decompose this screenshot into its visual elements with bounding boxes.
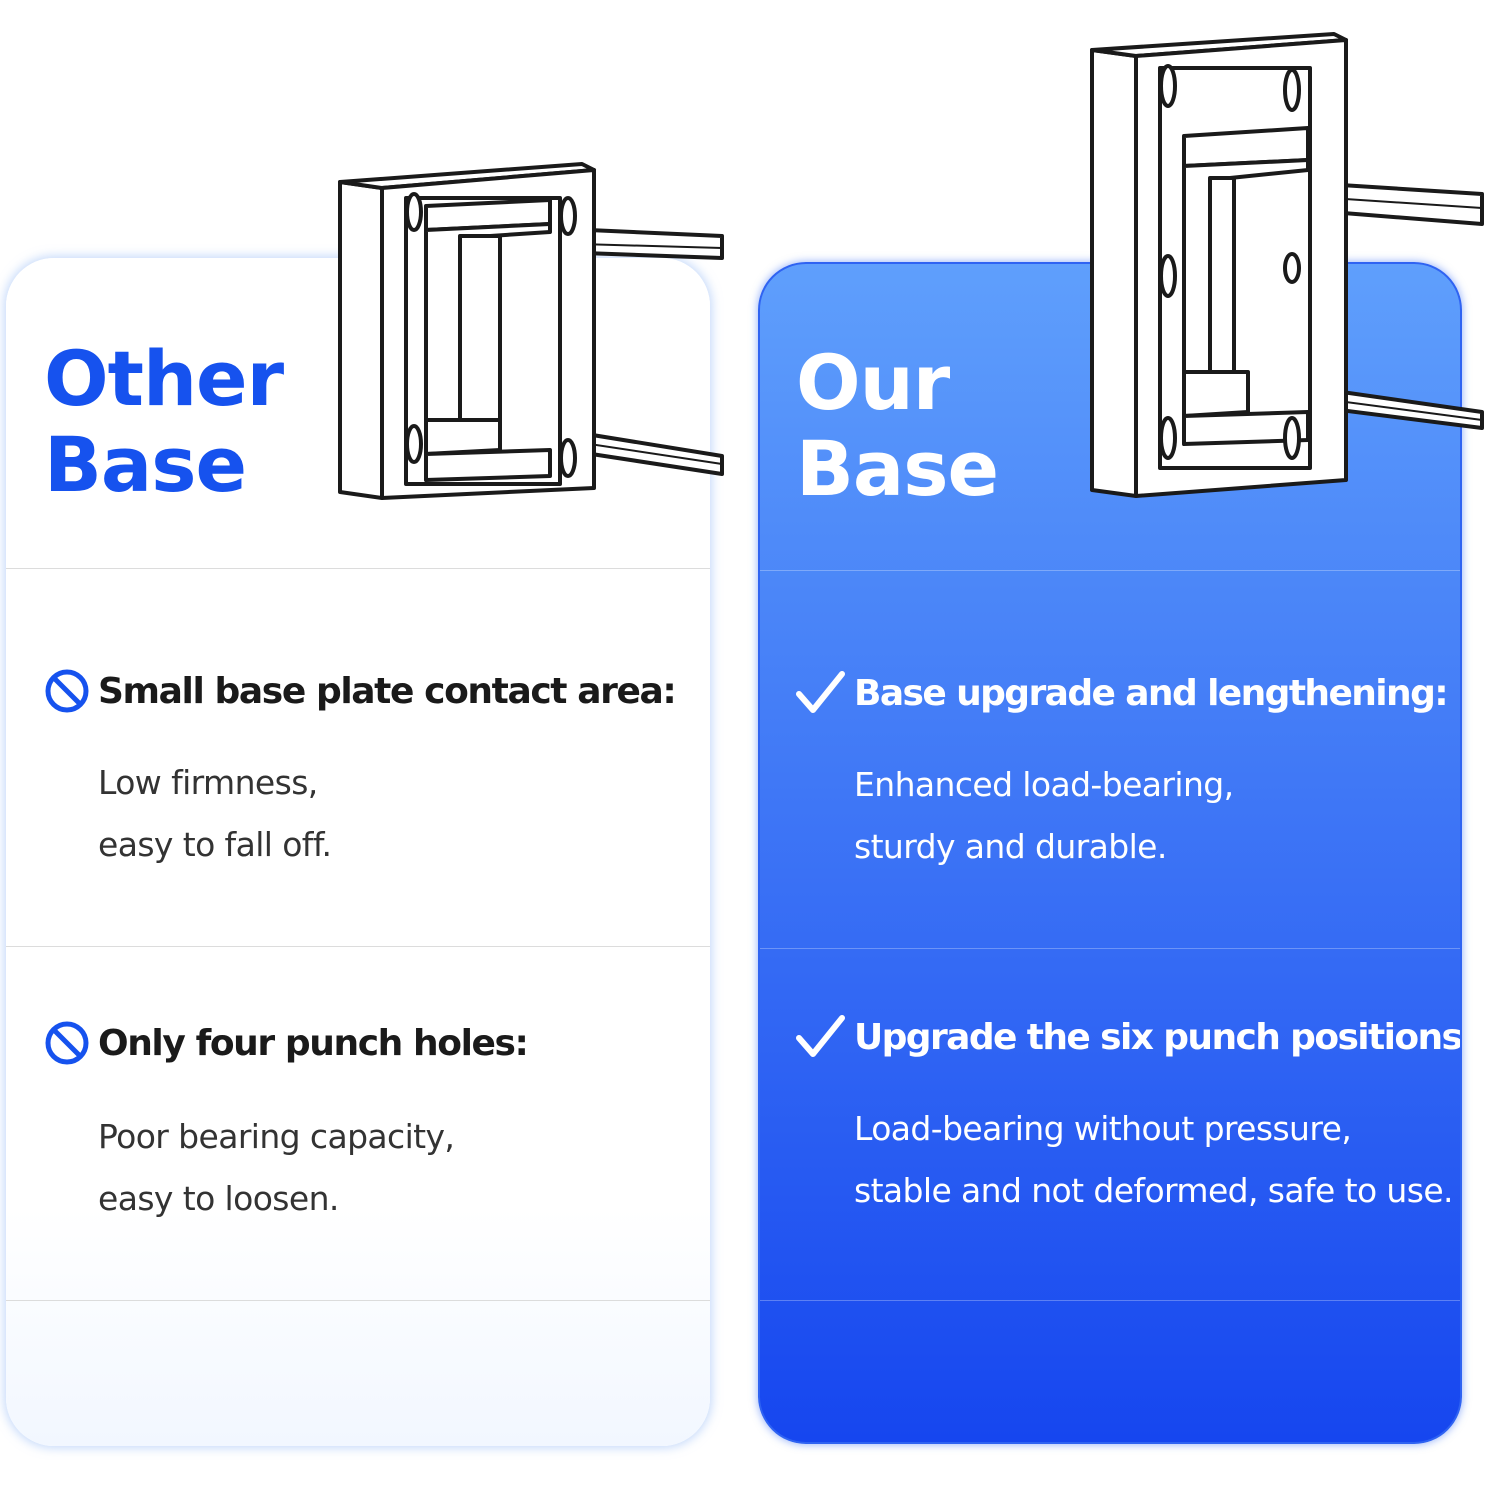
feature-title: Only four punch holes:	[98, 1022, 529, 1064]
prohibited-icon	[45, 669, 89, 713]
feature-heading: Small base plate contact area:	[44, 668, 677, 714]
feature-heading: Upgrade the six punch positions:	[796, 1014, 1462, 1060]
feature-description: Poor bearing capacity, easy to loosen.	[98, 1106, 455, 1230]
description-line: Poor bearing capacity,	[98, 1117, 455, 1156]
feature-title: Base upgrade and lengthening:	[854, 672, 1449, 714]
other-base-bracket-drawing	[338, 162, 724, 500]
description-line: stable and not deformed, safe to use.	[854, 1171, 1454, 1210]
checkmark-icon	[796, 671, 845, 713]
divider	[760, 1300, 1460, 1301]
feature-heading: Only four punch holes:	[44, 1020, 529, 1066]
description-line: Enhanced load-bearing,	[854, 765, 1234, 804]
divider	[6, 946, 710, 947]
checkmark-icon	[796, 1015, 845, 1057]
description-line: Load-bearing without pressure,	[854, 1109, 1352, 1148]
feature-heading: Base upgrade and lengthening:	[796, 670, 1449, 716]
description-line: easy to fall off.	[98, 825, 332, 864]
feature-title: Upgrade the six punch positions:	[854, 1016, 1462, 1058]
feature-title: Small base plate contact area:	[98, 670, 677, 712]
divider	[760, 570, 1460, 571]
feature-description: Load-bearing without pressure, stable an…	[854, 1098, 1454, 1222]
our-base-title: Our Base	[796, 338, 999, 513]
our-base-bracket-drawing	[1090, 32, 1484, 498]
description-line: sturdy and durable.	[854, 827, 1167, 866]
ours-title-line1: Our	[796, 338, 950, 427]
description-line: easy to loosen.	[98, 1179, 339, 1218]
prohibited-icon	[45, 1021, 89, 1065]
feature-description: Low firmness, easy to fall off.	[98, 752, 332, 876]
divider	[6, 1300, 710, 1301]
other-title-line2: Base	[44, 420, 247, 509]
other-base-title: Other Base	[44, 334, 284, 509]
description-line: Low firmness,	[98, 763, 318, 802]
ours-title-line2: Base	[796, 424, 999, 513]
other-title-line1: Other	[44, 334, 284, 423]
divider	[760, 948, 1460, 949]
feature-description: Enhanced load-bearing, sturdy and durabl…	[854, 754, 1234, 878]
divider	[6, 568, 710, 569]
